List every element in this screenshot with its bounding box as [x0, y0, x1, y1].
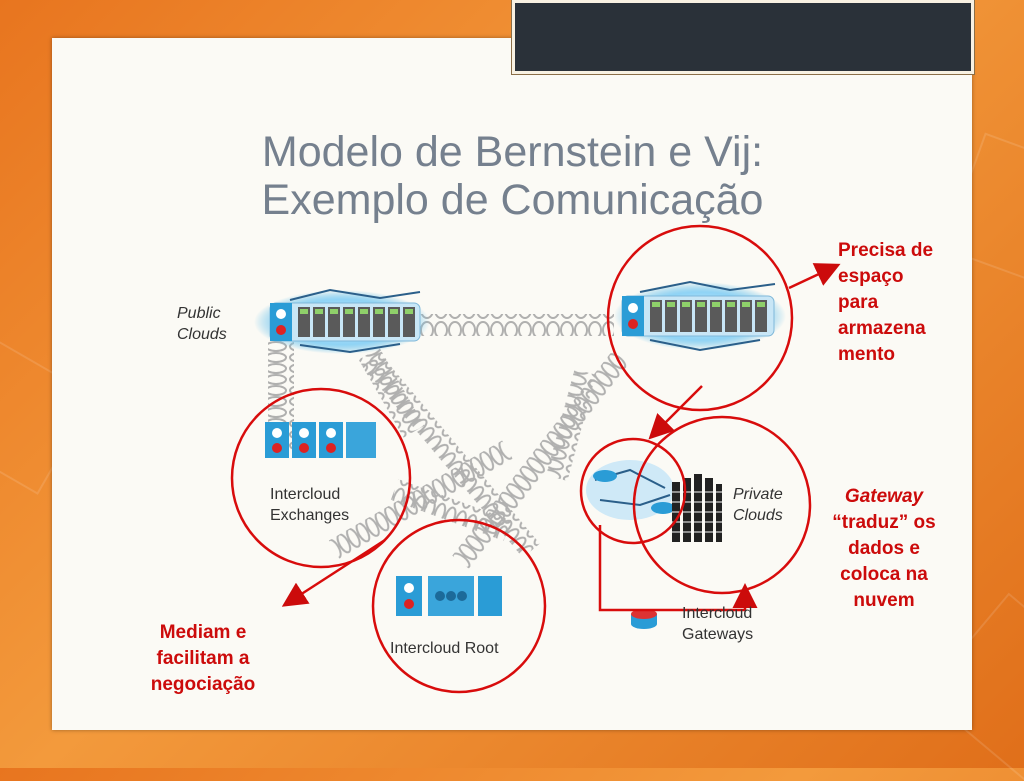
highlight-circles: [230, 224, 812, 694]
storage-note: Precisa de espaço para armazena mento: [838, 240, 934, 365]
public-cloud-right: [614, 280, 786, 352]
arrow-to-mediate-note: [281, 538, 386, 607]
slide-title: Modelo de Bernstein e Vij: Exemplo de Co…: [150, 128, 875, 224]
highlight-root: [371, 518, 547, 694]
chain-public-to-public: [418, 314, 614, 336]
decorative-header-block: [511, 0, 975, 75]
public-cloud-left: [254, 288, 430, 354]
public-clouds-label: Public Clouds: [177, 305, 227, 343]
arrow-to-storage-note: [788, 263, 841, 290]
intercloud-root-devices: [396, 576, 502, 616]
arrow-gateway-loop: [598, 525, 758, 612]
private-clouds-devices: [586, 460, 722, 542]
private-clouds-label: Private Clouds: [733, 486, 783, 524]
arrow-to-gateway: [648, 385, 703, 440]
chain-public-to-private: [546, 369, 596, 481]
gateways-label: Intercloud Gateways: [682, 605, 754, 643]
slide-canvas: [52, 38, 972, 730]
highlight-private: [632, 415, 812, 595]
mediate-note: Mediam e facilitam a negociação: [150, 622, 256, 695]
title-line-1: Modelo de Bernstein e Vij:: [261, 128, 764, 176]
title-line-2: Exemplo de Comunicação: [261, 176, 764, 224]
highlight-public-right: [606, 224, 794, 412]
exchanges-label: Intercloud Exchanges: [270, 486, 350, 524]
highlight-gateway: [579, 437, 687, 545]
intercloud-gateway-icon: [631, 609, 657, 629]
gateway-note: Gateway “traduz” os dados e coloca na nu…: [832, 486, 936, 611]
root-label: Intercloud Root: [390, 640, 499, 657]
intercloud-exchange-devices: [265, 422, 376, 458]
chain-root-to-private: [390, 479, 512, 541]
chain-links: [268, 314, 630, 570]
highlight-exchange: [230, 387, 412, 569]
